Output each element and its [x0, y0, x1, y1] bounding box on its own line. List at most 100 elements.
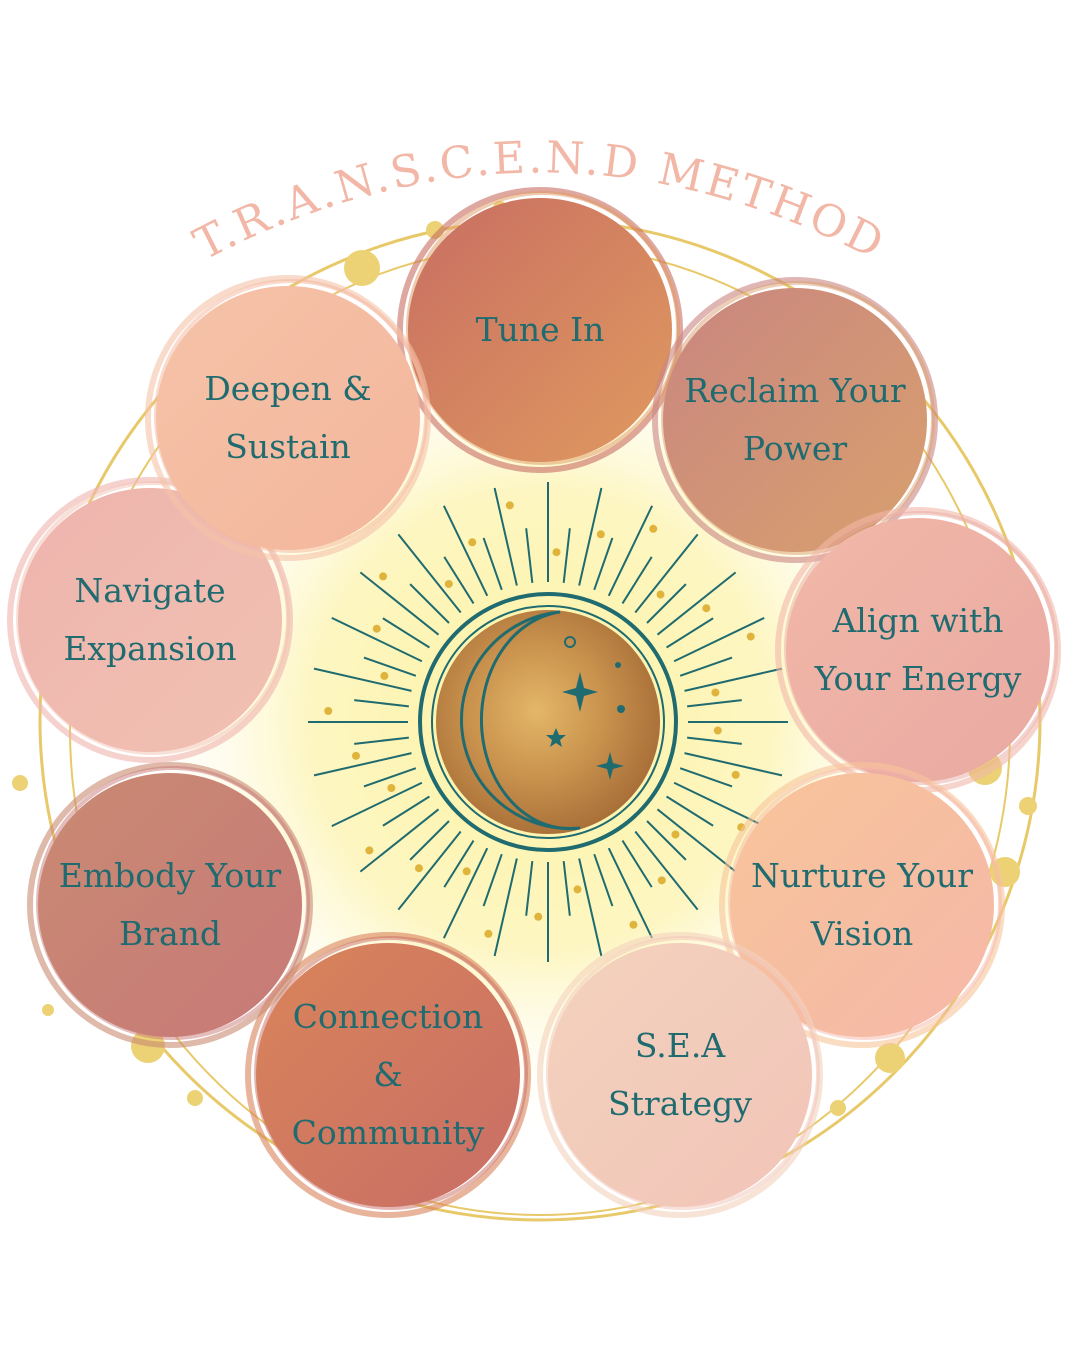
gold-ray-dot: [671, 830, 680, 839]
gold-ray-dot: [444, 579, 453, 588]
gold-ray-dot: [365, 846, 374, 855]
sun-ray: [482, 537, 503, 591]
gold-ray-dot: [324, 707, 333, 716]
sun-ray: [679, 767, 733, 788]
sun-ray: [313, 667, 412, 692]
sun-ray: [646, 583, 687, 624]
gold-ray-dot: [713, 726, 722, 735]
step-label-line: Embody Your: [59, 856, 282, 895]
gold-ray-dot: [468, 538, 477, 547]
sun-ray: [634, 830, 699, 911]
gold-ray-dot: [484, 929, 493, 938]
gold-dot: [187, 1090, 203, 1106]
sun-ray: [621, 556, 653, 604]
step-circle: Tune In: [397, 187, 683, 473]
step-label-line: Connection: [293, 997, 484, 1036]
sun-ray: [359, 571, 440, 636]
step-label: S.E.A Strategy: [608, 1026, 752, 1123]
sun-ray: [646, 820, 687, 861]
sun-ray: [525, 861, 534, 916]
gold-ray-dot: [534, 912, 543, 921]
sun-ray: [679, 656, 733, 677]
sun-ray: [634, 533, 699, 614]
sun-ray: [482, 853, 503, 907]
sun-ray: [359, 808, 440, 873]
sun-ray: [442, 505, 489, 597]
step-label-line: Navigate: [74, 571, 225, 610]
sun-ray: [409, 820, 450, 861]
sun-ray: [593, 537, 614, 591]
gold-ray-dot: [414, 864, 423, 873]
step-circle: Deepen & Sustain: [145, 275, 431, 561]
step-label-line: Vision: [810, 914, 913, 953]
step-label-line: Tune In: [476, 310, 605, 349]
sun-ray: [673, 616, 765, 663]
step-label-line: Reclaim Your: [684, 371, 905, 410]
crescent-moon-with-stars-icon: [418, 592, 678, 852]
sun-ray: [666, 617, 714, 649]
sun-ray: [442, 847, 489, 939]
sun-ray: [313, 752, 412, 777]
gold-dot: [12, 775, 28, 791]
step-label: Tune In: [476, 310, 605, 349]
sun-ray: [354, 699, 409, 708]
step-label-line: Deepen &: [204, 369, 371, 408]
sun-ray: [493, 487, 518, 586]
sun-ray: [363, 767, 417, 788]
step-label-line: &: [373, 1055, 402, 1094]
step-label-line: Align with: [831, 601, 1003, 640]
sun-ray: [578, 487, 603, 586]
sun-ray: [666, 795, 714, 827]
sun-ray: [578, 858, 603, 957]
gold-ray-dot: [711, 688, 720, 697]
gold-crescent: [930, 372, 984, 419]
sun-ray: [409, 583, 450, 624]
step-label-line: Expansion: [63, 629, 236, 668]
gold-ray-dot: [731, 770, 740, 779]
step-label-line: Sustain: [225, 427, 351, 466]
gold-ray-dot: [372, 624, 381, 633]
sun-ray: [687, 736, 742, 745]
gold-ray-dot: [387, 784, 396, 793]
sun-ray: [382, 617, 430, 649]
sun-ray: [562, 528, 571, 583]
gold-ray-dot: [380, 671, 389, 680]
gold-ray-dot: [629, 920, 638, 929]
sun-ray: [607, 847, 654, 939]
sun-ray: [443, 556, 475, 604]
sun-rays: [308, 482, 788, 962]
step-label-line: Brand: [119, 914, 221, 953]
sun-ray: [684, 667, 783, 692]
step-label: Deepen & Sustain: [204, 369, 371, 466]
step-label-line: S.E.A: [635, 1026, 726, 1065]
step-label-line: Strategy: [608, 1084, 752, 1123]
gold-ray-dot: [702, 604, 711, 613]
gold-ray-dot: [746, 632, 755, 641]
gold-ray-dot: [649, 524, 658, 533]
sun-ray: [607, 505, 654, 597]
gold-ray-dot: [573, 885, 582, 894]
gold-ray-dot: [379, 572, 388, 581]
gold-dot: [344, 250, 380, 286]
sun-ray: [397, 533, 462, 614]
step-label-line: Power: [743, 429, 848, 468]
sun-ray: [562, 861, 571, 916]
gold-ray-dot: [596, 530, 605, 539]
sun-ray: [382, 795, 430, 827]
step-circle: Connection&Community: [245, 932, 531, 1218]
sun-ray: [656, 571, 737, 636]
gold-dot: [42, 1004, 54, 1016]
gold-ray-dot: [552, 548, 561, 557]
gold-crescent: [15, 458, 69, 505]
gold-ray-dot: [351, 751, 360, 760]
